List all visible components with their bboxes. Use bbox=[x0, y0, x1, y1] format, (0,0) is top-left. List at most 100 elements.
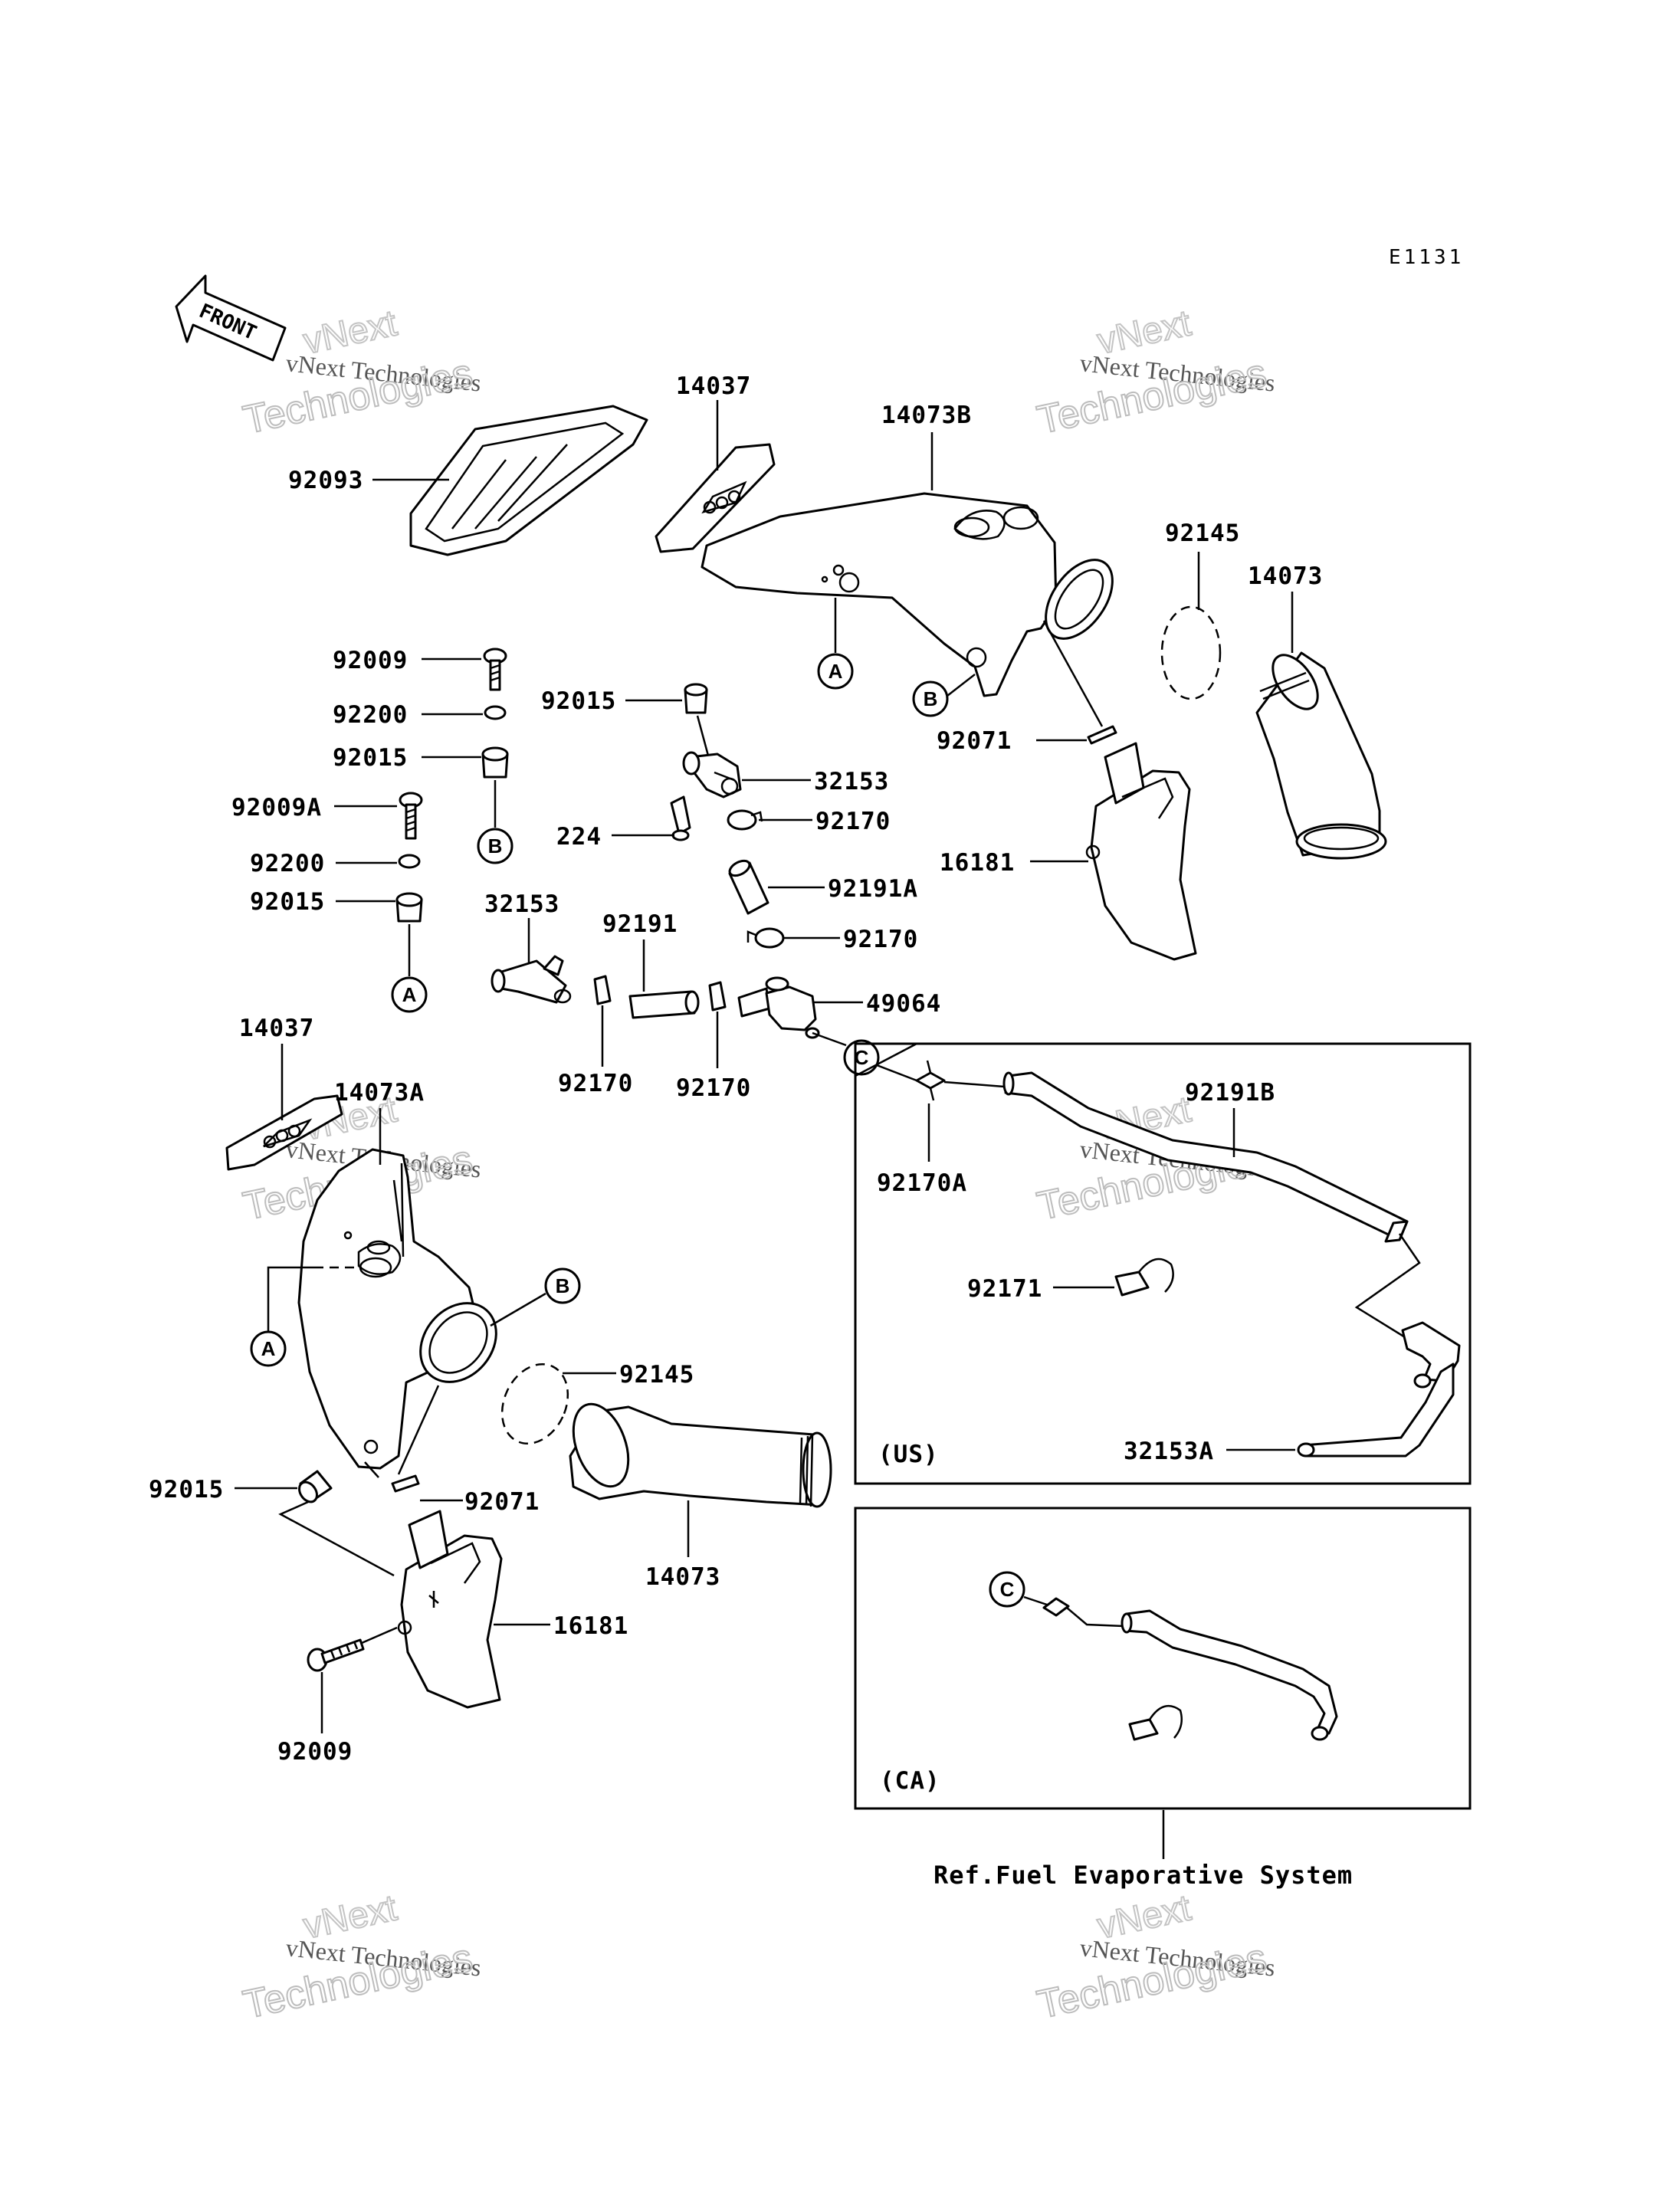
resonator-16181-bottom bbox=[397, 1510, 503, 1709]
label-14073-bottom: 14073 bbox=[645, 1563, 720, 1591]
svg-text:B: B bbox=[924, 687, 938, 710]
marker-c-center bbox=[843, 1039, 880, 1076]
clip-92071-bottom bbox=[391, 1474, 420, 1493]
svg-text:A: A bbox=[261, 1337, 276, 1360]
collar-92015-c bbox=[684, 683, 708, 714]
svg-text:C: C bbox=[1000, 1578, 1015, 1601]
svg-text:A: A bbox=[829, 660, 843, 683]
label-14073-top: 14073 bbox=[1248, 562, 1323, 590]
label-92170-b: 92170 bbox=[558, 1070, 633, 1097]
label-92071-top: 92071 bbox=[937, 727, 1012, 755]
grille-14037-top bbox=[655, 443, 776, 553]
label-92015-b: 92015 bbox=[250, 888, 325, 916]
label-32153A: 32153A bbox=[1124, 1438, 1214, 1465]
label-92171: 92171 bbox=[967, 1275, 1042, 1303]
washer-92200-b bbox=[398, 854, 421, 869]
label-14037-bottom: 14037 bbox=[239, 1015, 314, 1042]
valve-32153-a bbox=[682, 751, 742, 798]
collar-92015-a bbox=[481, 746, 509, 779]
label-92071-bottom: 92071 bbox=[464, 1488, 540, 1516]
housing-14073B bbox=[701, 492, 1114, 697]
label-92145-top: 92145 bbox=[1165, 520, 1240, 547]
air-filter-92093 bbox=[409, 405, 648, 556]
watermark-bottom-left: vNext vNext Technologies Technologies bbox=[238, 1887, 482, 2028]
marker-c-ca bbox=[989, 1571, 1025, 1608]
label-92015-a: 92015 bbox=[333, 744, 408, 772]
valve-49064 bbox=[737, 976, 820, 1039]
marker-a-bottom bbox=[250, 1330, 287, 1367]
us-variant-box bbox=[854, 1042, 1472, 1485]
label-92170-a: 92170 bbox=[815, 808, 891, 835]
us-label: (US) bbox=[878, 1441, 939, 1468]
label-32153-b: 32153 bbox=[484, 890, 559, 918]
collar-92015-b bbox=[395, 892, 423, 923]
screw-92009A bbox=[399, 792, 423, 840]
label-92015-c: 92015 bbox=[541, 687, 616, 715]
svg-text:B: B bbox=[556, 1274, 570, 1297]
marker-a-top bbox=[817, 653, 854, 690]
label-16181-top: 16181 bbox=[940, 849, 1015, 877]
label-92170-c: 92170 bbox=[843, 926, 918, 953]
clip-92171 bbox=[1114, 1258, 1174, 1297]
ca-label: (CA) bbox=[880, 1767, 940, 1795]
clamp-92170A bbox=[915, 1060, 946, 1101]
label-92009-b: 92009 bbox=[277, 1738, 353, 1766]
clamp-92145-top bbox=[1160, 605, 1222, 700]
clamp-92145-bottom bbox=[500, 1362, 569, 1445]
label-32153-a: 32153 bbox=[814, 768, 889, 795]
hose-92191 bbox=[628, 990, 700, 1019]
duct-14073-top bbox=[1255, 651, 1387, 860]
label-49064: 49064 bbox=[866, 990, 941, 1018]
label-92200-b: 92200 bbox=[250, 850, 325, 877]
label-92191B: 92191B bbox=[1185, 1079, 1275, 1107]
pipe-32153A bbox=[1297, 1321, 1461, 1458]
ca-variant-box bbox=[854, 1507, 1472, 1810]
clamp-92170-a bbox=[727, 809, 763, 831]
hose-92191B bbox=[943, 1071, 1409, 1243]
hose-92191A bbox=[728, 859, 769, 915]
label-92009A: 92009A bbox=[231, 794, 322, 821]
watermark-top-right: vNext vNext Technologies Technologies bbox=[1032, 302, 1276, 443]
collar-92015-d bbox=[298, 1470, 333, 1503]
clamp-92170-d-right bbox=[708, 981, 727, 1012]
svg-text:C: C bbox=[855, 1046, 869, 1069]
marker-b-bottom bbox=[544, 1267, 581, 1304]
label-92145-bottom: 92145 bbox=[619, 1361, 694, 1389]
label-92093: 92093 bbox=[288, 467, 363, 494]
valve-32153-b bbox=[491, 955, 572, 1004]
label-92009-a: 92009 bbox=[333, 647, 408, 674]
housing-14073A bbox=[297, 1148, 497, 1470]
marker-a-left bbox=[391, 976, 428, 1013]
clip-92071-top bbox=[1087, 725, 1117, 745]
reference-note: Ref.Fuel Evaporative System bbox=[934, 1861, 1353, 1890]
resonator-16181-top bbox=[1085, 742, 1197, 961]
label-14073B: 14073B bbox=[881, 402, 972, 429]
screw-224 bbox=[670, 795, 691, 841]
marker-b-top bbox=[912, 680, 949, 717]
screw-92009-a bbox=[483, 648, 507, 691]
marker-b-left bbox=[477, 828, 514, 864]
ca-hose-assembly bbox=[1042, 1597, 1338, 1741]
label-92200-a: 92200 bbox=[333, 701, 408, 729]
watermark-bottom-right: vNext vNext Technologies Technologies bbox=[1032, 1887, 1276, 2028]
screw-92009-b bbox=[307, 1638, 365, 1672]
label-224: 224 bbox=[556, 823, 602, 851]
label-14037-top: 14037 bbox=[676, 372, 751, 400]
clamp-92170-b-left bbox=[593, 975, 612, 1005]
label-16181-bottom: 16181 bbox=[553, 1612, 628, 1640]
washer-92200-a bbox=[484, 705, 507, 720]
clamp-92170-c bbox=[746, 927, 785, 949]
label-92170A: 92170A bbox=[877, 1169, 967, 1197]
ca-clip bbox=[1128, 1704, 1183, 1741]
label-92170-d: 92170 bbox=[676, 1074, 751, 1102]
label-14073A: 14073A bbox=[334, 1079, 425, 1107]
front-arrow-icon: FRONT bbox=[175, 274, 287, 362]
duct-14073-bottom bbox=[569, 1402, 832, 1508]
label-92015-d: 92015 bbox=[149, 1476, 224, 1503]
svg-text:A: A bbox=[402, 983, 417, 1006]
svg-text:B: B bbox=[488, 835, 503, 857]
grille-14037-bottom bbox=[225, 1094, 343, 1171]
label-92191: 92191 bbox=[602, 910, 678, 938]
diagram-code: E1131 bbox=[1389, 246, 1464, 269]
